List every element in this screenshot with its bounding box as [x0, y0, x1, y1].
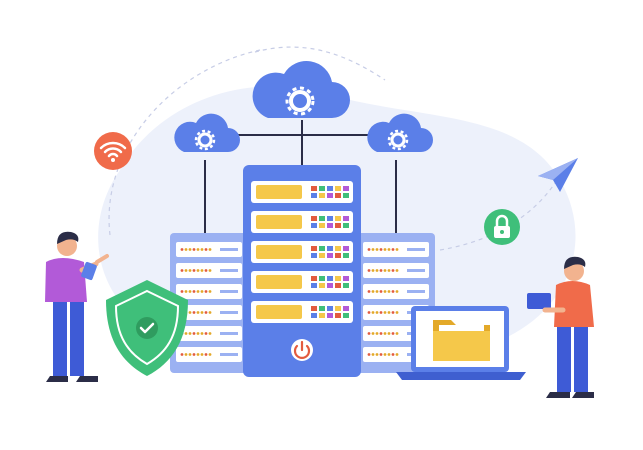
server-unit-small — [176, 284, 242, 299]
server-unit-small — [363, 242, 429, 257]
person-left — [45, 231, 109, 382]
server-unit-small — [176, 263, 242, 278]
server-unit-small — [176, 347, 242, 362]
folder-icon — [433, 320, 490, 361]
server-unit-small — [176, 242, 242, 257]
dashed-orbit-top — [254, 46, 386, 81]
lock-icon — [484, 209, 520, 245]
gear-cloud-icon-center — [252, 61, 350, 118]
shield-check-icon — [106, 280, 188, 376]
server-unit — [251, 271, 353, 293]
person-right — [527, 256, 594, 398]
server-unit — [251, 241, 353, 263]
server-rack-left — [170, 233, 248, 373]
paper-plane-icon — [538, 158, 578, 192]
cloud-connectors — [204, 120, 397, 233]
server-unit-small — [363, 284, 429, 299]
server-unit-small — [176, 326, 242, 341]
wifi-icon — [94, 132, 132, 170]
dashed-orbit-left — [108, 49, 261, 236]
gear-cloud-icon-right — [367, 113, 433, 152]
gear-cloud-icon-left — [174, 113, 240, 152]
power-icon — [291, 339, 313, 361]
laptop-folder — [396, 306, 526, 380]
server-rack-main — [243, 165, 361, 377]
server-unit-small — [363, 263, 429, 278]
server-unit — [251, 211, 353, 233]
server-unit — [251, 181, 353, 203]
server-unit — [251, 301, 353, 323]
